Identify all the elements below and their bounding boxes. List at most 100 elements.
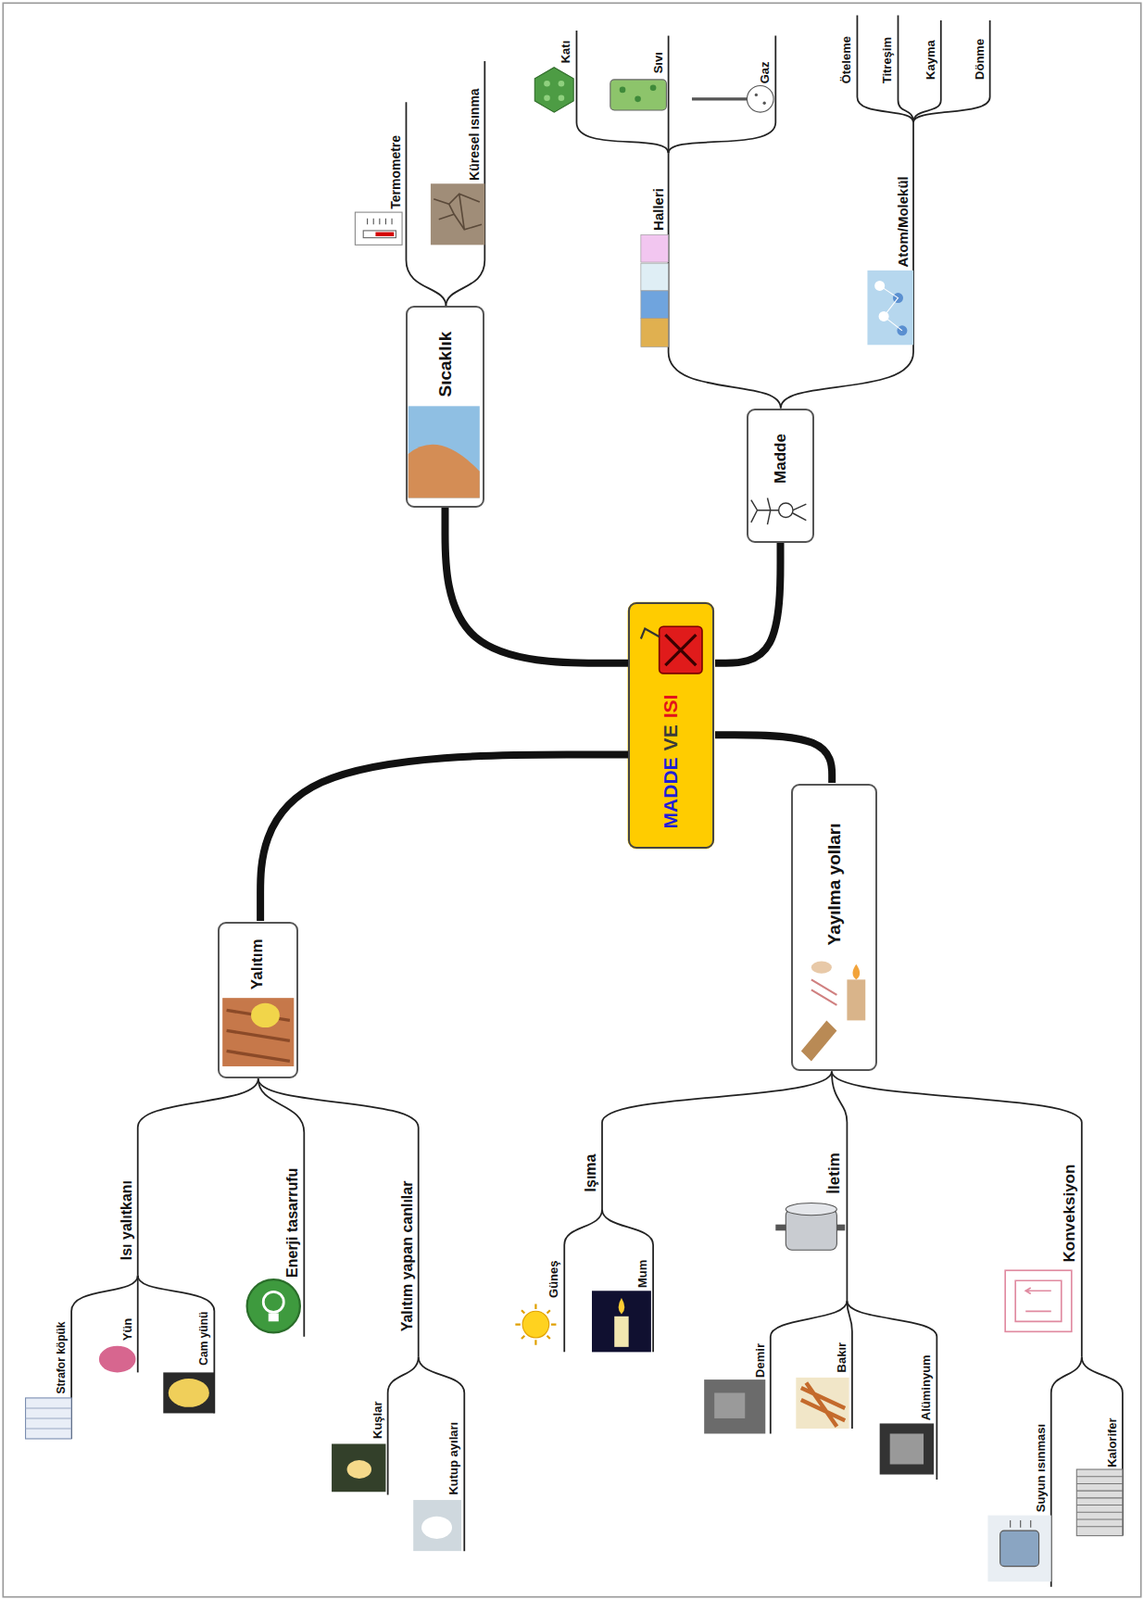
branch-lines	[388, 1357, 419, 1496]
branch-label: Kayma	[924, 39, 939, 80]
wool-icon	[99, 1345, 137, 1373]
branch-lines	[602, 1070, 832, 1209]
convection-icon	[1005, 1269, 1072, 1332]
insulation-photo	[222, 997, 294, 1067]
states-photos	[641, 290, 669, 319]
candle-photo	[614, 1316, 629, 1347]
glass-wool-icon	[163, 1371, 214, 1413]
branch-lines	[138, 1078, 259, 1276]
fuel-can-icon	[641, 626, 703, 674]
matter-figure-icon	[751, 497, 806, 525]
sun-icon	[515, 1304, 556, 1346]
aluminium-photo	[880, 1422, 934, 1474]
branch-lines	[913, 20, 991, 123]
candle-photo	[591, 1290, 652, 1352]
birds-photo	[331, 1443, 386, 1492]
heat-transfer-illustration	[793, 954, 876, 1065]
desert-photo	[408, 405, 480, 498]
thermometer-icon	[375, 232, 394, 237]
branch-connector	[715, 734, 832, 783]
boiling-water-photo	[1000, 1530, 1040, 1567]
branch-label: Güneş	[547, 1260, 562, 1298]
node-title: Sıcaklık	[435, 331, 456, 398]
central-box-fill	[628, 602, 716, 850]
heat-transfer-illustration	[811, 961, 832, 974]
thermometer-icon	[363, 230, 396, 239]
radiator-icon	[1076, 1469, 1123, 1536]
gas-icon	[763, 101, 767, 105]
branch-label: Enerji tasarrufu	[284, 1168, 302, 1278]
cracked-earth-photo	[430, 183, 485, 245]
boiling-water-photo	[1010, 1520, 1031, 1528]
branch-label: Demir	[754, 1343, 768, 1378]
branch-label: Konveksiyon	[1060, 1164, 1080, 1263]
branch-label: Işıma	[582, 1154, 600, 1193]
iron-photo	[704, 1379, 766, 1434]
node-text-row: Madde	[771, 433, 791, 484]
branch-lines	[856, 15, 914, 124]
convection-icon	[1015, 1280, 1062, 1321]
gas-icon	[691, 86, 774, 114]
heat-transfer-illustration	[846, 979, 866, 1020]
solid-icon	[534, 67, 574, 113]
branch-label: Isı yalıtkanı	[118, 1180, 136, 1260]
energy-saving-icon	[263, 1291, 284, 1312]
branch-lines	[138, 1275, 215, 1414]
energy-saving-icon	[268, 1313, 279, 1322]
branch-label: Yalıtım yapan canlılar	[399, 1181, 416, 1333]
topic-box: Yayılma yolları	[791, 783, 879, 1072]
boiling-water-photo	[987, 1515, 1051, 1583]
branch-label: Bakır	[835, 1342, 850, 1373]
radiator-icon	[1076, 1469, 1123, 1536]
pot-icon	[775, 1224, 786, 1232]
branch-lines	[576, 30, 668, 153]
convection-icon	[1025, 1287, 1052, 1311]
glass-wool-icon	[163, 1371, 214, 1413]
branch-lines	[667, 36, 670, 154]
birds-photo	[347, 1459, 372, 1479]
branch-label: Küresel ısınma	[466, 88, 482, 181]
polar-bear-photo	[421, 1516, 453, 1539]
styrofoam-icon	[25, 1408, 73, 1429]
branch-label: Cam yünü	[198, 1311, 212, 1366]
sun-icon	[522, 1310, 550, 1338]
matter-figure-icon	[751, 497, 806, 525]
heat-transfer-illustration	[793, 954, 876, 1065]
branch-label: Suyun ısınması	[1034, 1423, 1049, 1512]
fuel-can-icon	[665, 634, 696, 666]
branch-label: Kalorifer	[1106, 1417, 1120, 1467]
energy-saving-icon	[247, 1279, 301, 1333]
branch-label: Gaz	[758, 61, 773, 84]
wool-icon	[99, 1345, 137, 1373]
molecule-photo	[880, 285, 903, 330]
node-text-row: Yayılma yolları	[824, 822, 845, 945]
branch-label: Halleri	[650, 188, 667, 231]
aluminium-photo	[890, 1433, 924, 1464]
branch-label: Sıvı	[652, 51, 667, 74]
node-title: MADDE	[659, 756, 682, 829]
states-photos	[641, 234, 669, 347]
solid-icon	[543, 80, 551, 88]
states-photos	[641, 263, 669, 291]
branch-label: Atom/Molekül	[894, 176, 911, 267]
liquid-icon	[619, 87, 627, 94]
candle-photo	[591, 1290, 652, 1352]
radiator-icon	[1076, 1476, 1123, 1527]
node-text-row: MADDEVEISI	[659, 694, 682, 830]
styrofoam-icon	[25, 1397, 73, 1439]
heat-transfer-illustration	[811, 979, 838, 1006]
thermometer-icon	[354, 212, 403, 245]
node-text-row: Sıcaklık	[435, 331, 456, 398]
liquid-icon	[634, 96, 642, 103]
candle-photo	[618, 1297, 626, 1315]
branch-label: Kuşlar	[371, 1401, 386, 1439]
states-photos	[641, 234, 669, 263]
copper-photo	[795, 1377, 849, 1429]
styrofoam-icon	[25, 1397, 73, 1439]
thermometer-icon	[354, 212, 403, 245]
branch-lines	[780, 122, 914, 408]
